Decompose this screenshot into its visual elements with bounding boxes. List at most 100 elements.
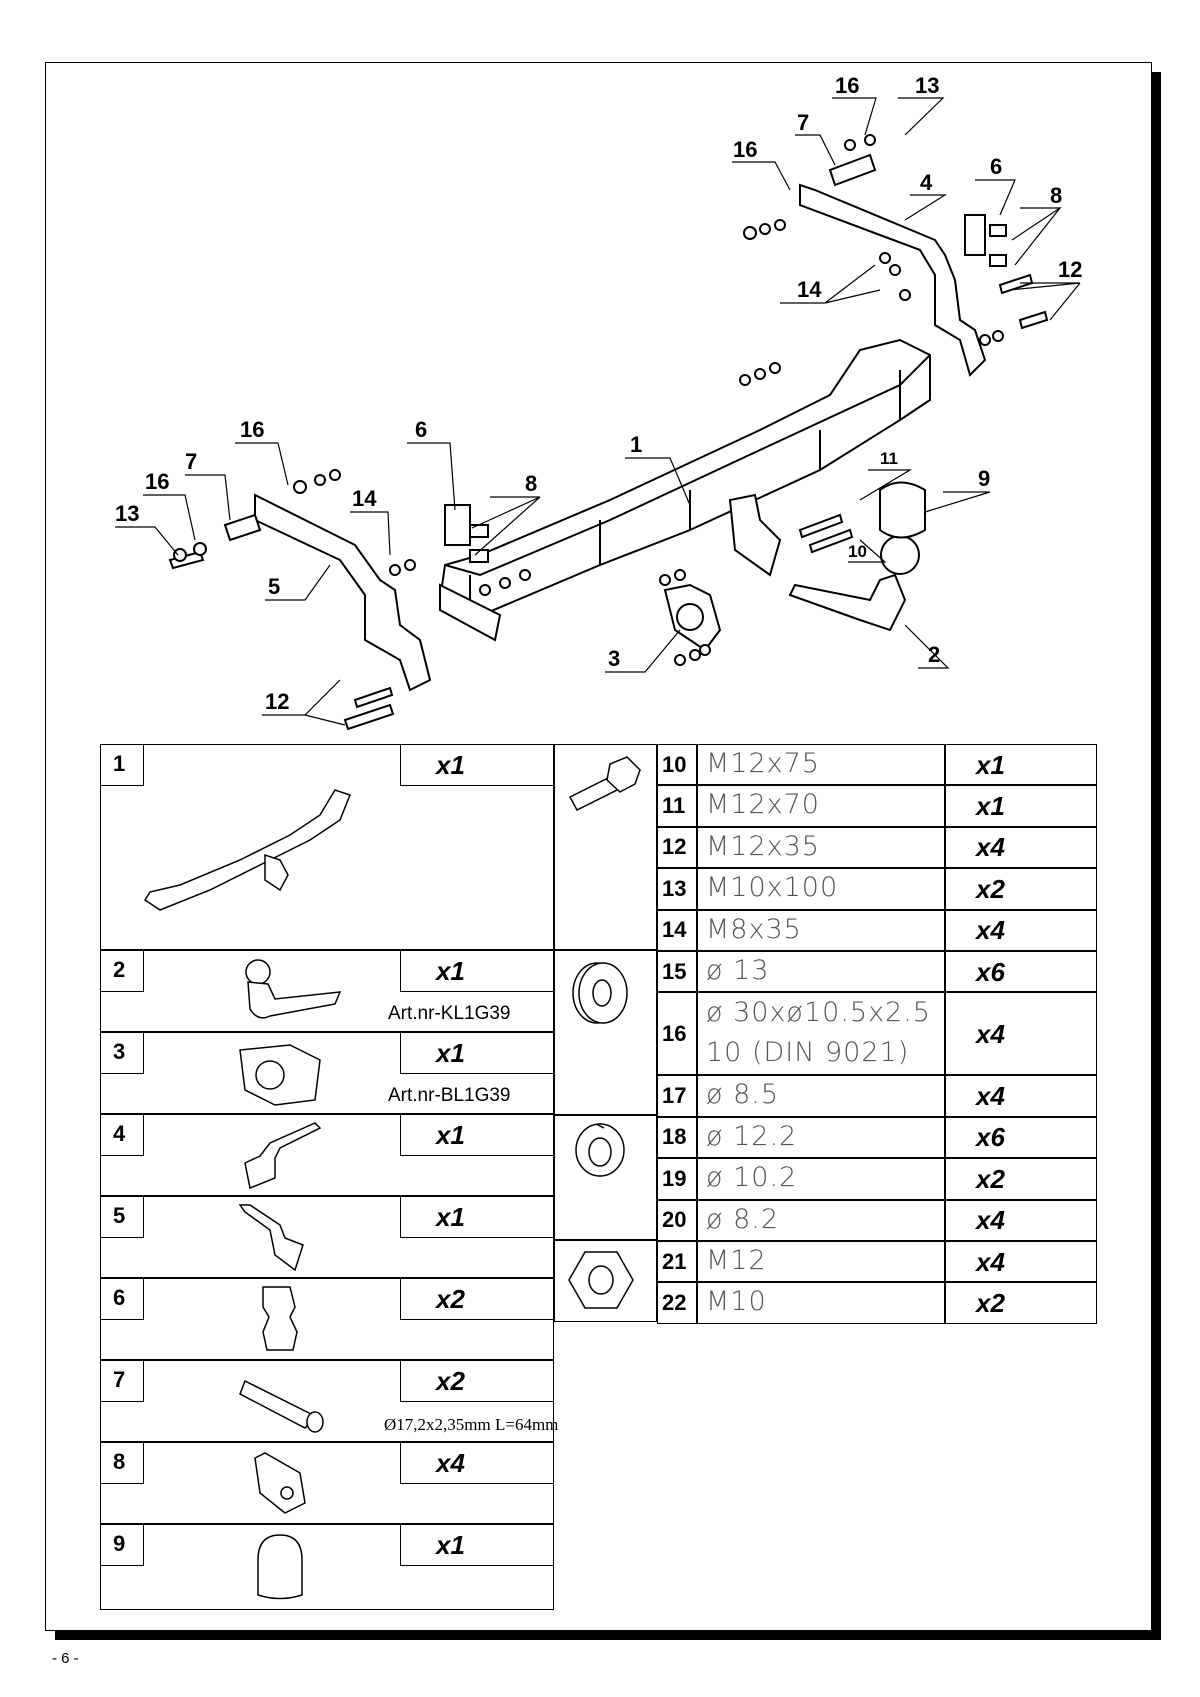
- quantity: x1: [436, 750, 465, 780]
- quantity: x1: [436, 1202, 465, 1232]
- part-spec: ø 8.5: [706, 1079, 780, 1111]
- part-number: 14: [662, 917, 687, 943]
- part-number-cell: 19: [657, 1158, 697, 1200]
- quantity-cell: x1: [400, 1114, 554, 1156]
- clip-8-thumbnail: [254, 1452, 306, 1514]
- quantity: x6: [976, 956, 1005, 987]
- tube-7-thumbnail: [239, 1379, 324, 1433]
- quantity-cell: x1: [945, 785, 1097, 827]
- part-number-cell: 11: [657, 785, 697, 827]
- spec-cell: M10: [697, 1282, 945, 1324]
- quantity: x1: [976, 749, 1005, 780]
- hitch-plate: [728, 493, 782, 577]
- icon-cell: [554, 744, 657, 950]
- callout-label: 10: [848, 542, 867, 561]
- part-spec: M10: [706, 1286, 767, 1318]
- page-number: - 6 -: [52, 1650, 79, 1667]
- callout-label: 6: [990, 154, 1002, 179]
- part-spec: M10x100: [706, 872, 839, 904]
- part-spec: M12x35: [706, 830, 820, 862]
- part-number: 15: [662, 958, 687, 984]
- spec-cell: M12x35: [697, 826, 945, 869]
- callout-label: 11: [880, 449, 898, 468]
- quantity-cell: x1: [400, 950, 554, 992]
- part-number: 20: [662, 1207, 687, 1233]
- part-spec: ø 8.2: [706, 1203, 780, 1235]
- quantity-cell: x4: [400, 1442, 554, 1484]
- part-spec: ø 10.2: [706, 1162, 798, 1194]
- callout-label: 4: [920, 170, 933, 195]
- callout-label: 16: [145, 469, 169, 494]
- quantity: x2: [436, 1366, 465, 1396]
- socket-plate-thumbnail: [239, 1044, 321, 1106]
- part-number-cell: 15: [657, 951, 697, 993]
- part-number-cell: 14: [657, 909, 697, 951]
- frame-shadow: [55, 1631, 1161, 1640]
- part-spec: M12x75: [706, 748, 820, 779]
- spec-cell: ø 12.2: [697, 1116, 945, 1159]
- callout-label: 16: [733, 137, 757, 162]
- part-number: 21: [662, 1248, 687, 1274]
- towball-thumbnail: [245, 959, 342, 1019]
- part-number: 8: [113, 1449, 126, 1474]
- quantity: x4: [976, 1018, 1005, 1049]
- callout-label: 8: [1050, 183, 1062, 208]
- bracket-4-thumbnail: [244, 1122, 322, 1190]
- quantity-cell: x1: [945, 744, 1097, 786]
- bracket-4: [799, 183, 987, 377]
- bracket-5: [254, 493, 432, 692]
- washer-icon: [572, 962, 628, 1024]
- quantity: x4: [976, 1081, 1005, 1112]
- quantity-cell: x6: [945, 1116, 1097, 1159]
- quantity-cell: x1: [400, 1196, 554, 1238]
- quantity: x4: [436, 1448, 465, 1478]
- tube-7-right: [828, 153, 877, 187]
- plate-6-left: [444, 504, 471, 546]
- callout-label: 6: [415, 417, 427, 442]
- spec-cell: ø 10.2: [697, 1158, 945, 1200]
- quantity-cell: x2: [945, 1282, 1097, 1324]
- callout-label: 16: [240, 417, 264, 442]
- part-number-cell: 12: [657, 826, 697, 869]
- spec-cell: ø 8.2: [697, 1199, 945, 1241]
- spec-cell: ø 13: [697, 951, 945, 993]
- part-number: 4: [113, 1121, 126, 1146]
- part-number-cell: 3: [100, 1032, 144, 1074]
- plate-6-thumbnail: [262, 1286, 298, 1351]
- quantity: x2: [976, 1163, 1005, 1194]
- quantity-cell: x4: [945, 992, 1097, 1076]
- callout-label: 9: [978, 466, 990, 491]
- part-number: 17: [662, 1083, 687, 1109]
- part-number-cell: 21: [657, 1241, 697, 1283]
- part-spec: ø 12.2: [706, 1120, 798, 1152]
- part-number-cell: 20: [657, 1199, 697, 1241]
- bolt-icon: [568, 756, 641, 811]
- part-spec: M8x35: [706, 913, 802, 945]
- article-number: Art.nr-BL1G39: [388, 1085, 511, 1106]
- quantity: x4: [976, 1246, 1005, 1277]
- callout-label: 3: [608, 646, 620, 671]
- quantity: x2: [436, 1284, 465, 1314]
- part-number-cell: 6: [100, 1278, 144, 1320]
- spring-washer-icon: [575, 1123, 625, 1177]
- part-spec: ø 30xø10.5x2.5: [706, 997, 931, 1029]
- nut-icon: [568, 1251, 634, 1309]
- part-number-cell: 8: [100, 1442, 144, 1484]
- part-number-cell: 5: [100, 1196, 144, 1238]
- quantity-cell: x1: [400, 1032, 554, 1074]
- quantity: x2: [976, 1288, 1005, 1319]
- quantity-cell: x6: [945, 951, 1097, 993]
- part-number: 1: [113, 751, 126, 776]
- cap-9-thumbnail: [257, 1534, 303, 1600]
- quantity: x6: [976, 1122, 1005, 1153]
- bracket-5-thumbnail: [238, 1204, 304, 1272]
- quantity-cell: x2: [945, 1158, 1097, 1200]
- callout-label: 14: [352, 486, 377, 511]
- quantity-cell: x4: [945, 826, 1097, 869]
- quantity-cell: x1: [400, 1524, 554, 1566]
- part-number: 9: [113, 1531, 126, 1556]
- part-number-cell: 13: [657, 868, 697, 910]
- part-number: 22: [662, 1290, 687, 1316]
- spec-cell: M10x100: [697, 868, 945, 910]
- part-number: 18: [662, 1124, 687, 1150]
